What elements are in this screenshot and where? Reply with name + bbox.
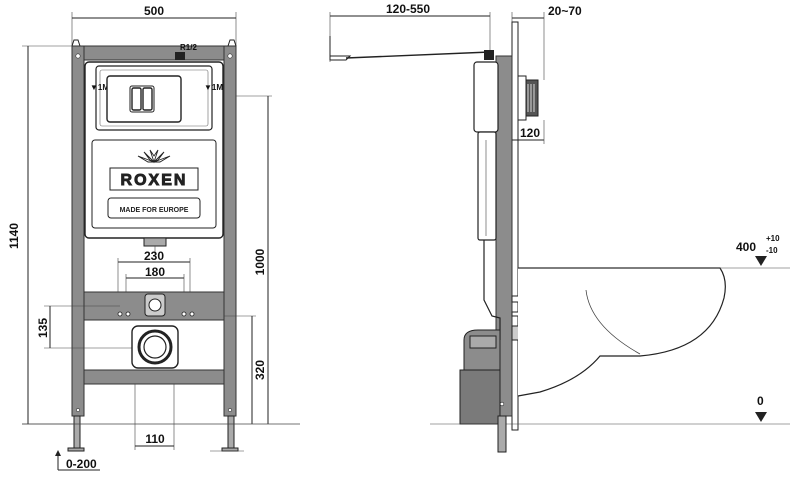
frame-right-post: [223, 45, 237, 417]
offset-label: 120: [520, 126, 540, 140]
spacing-320-label: 320: [253, 360, 267, 380]
brand-tagline: MADE FOR EUROPE: [120, 207, 189, 214]
drain-outlet: [131, 325, 179, 369]
spacing-135-dimension: 135: [36, 305, 140, 349]
frame-legs: [67, 415, 239, 452]
floor-marker: 0: [430, 394, 790, 425]
lotus-logo-icon: [137, 149, 171, 164]
wall-finish: [511, 21, 519, 431]
side-view: 120-550 20~70: [329, 2, 790, 453]
spacing-180-label: 180: [145, 265, 165, 279]
height-dimension: 1140: [7, 45, 80, 425]
width-dimension: 500: [71, 4, 237, 46]
flush-button-side: [517, 75, 539, 121]
height-label: 1140: [7, 223, 21, 249]
bowl-height-marker: 400 +10 -10: [518, 234, 790, 269]
spacing-110-label: 110: [145, 432, 165, 446]
spacing-320-dimension: 320: [224, 315, 267, 424]
spacing-135-label: 135: [36, 318, 50, 338]
frame-top-bar: [71, 45, 237, 61]
side-mark-right: ▼1M: [204, 83, 223, 92]
wall-dim-label: 20~70: [548, 4, 582, 18]
flush-outlet: [143, 237, 167, 247]
leg-adjust-dimension: 0-200: [55, 450, 100, 471]
side-leg: [497, 415, 507, 453]
inner-height-label: 1000: [253, 248, 267, 275]
leg-adjust-label: 0-200: [66, 457, 97, 471]
inner-height-dimension: 1000: [236, 95, 272, 424]
supply-fitting: [144, 293, 166, 317]
water-inlet: R1/2: [175, 43, 197, 60]
drain-pipe: [459, 240, 501, 425]
spacing-230-dimension: 230: [117, 249, 191, 296]
side-mark-left: ▼1M: [90, 83, 109, 92]
wall-dimension: 20~70: [511, 4, 582, 80]
spacing-180-dimension: 180: [125, 265, 185, 296]
spacing-230-label: 230: [144, 249, 164, 263]
brand-name: ROXEN: [121, 172, 188, 189]
floor-label: 0: [757, 394, 764, 408]
bowl-tol-plus: +10: [766, 234, 780, 243]
cistern-side: [473, 61, 499, 241]
inlet-label: R1/2: [180, 43, 197, 52]
front-view: 500 1140 R1/2: [7, 4, 300, 471]
bowl-tol-minus: -10: [766, 246, 778, 255]
offset-dimension: 120: [512, 120, 545, 144]
wall-hung-bowl: [517, 267, 726, 397]
wall-bracket: [329, 36, 494, 61]
frame-left-post: [71, 45, 85, 417]
frame-bottom-bar: [83, 369, 225, 385]
crossbar-holes: [117, 311, 195, 317]
bowl-height-label: 400: [736, 240, 756, 254]
spacing-110-dimension: 110: [134, 384, 175, 450]
frame-holes: [75, 53, 233, 412]
width-label: 500: [144, 4, 164, 18]
depth-label: 120-550: [386, 2, 430, 16]
flush-plate: [106, 75, 182, 123]
brand-plate: ROXEN MADE FOR EUROPE: [91, 139, 217, 229]
inspection-opening: [95, 65, 213, 131]
